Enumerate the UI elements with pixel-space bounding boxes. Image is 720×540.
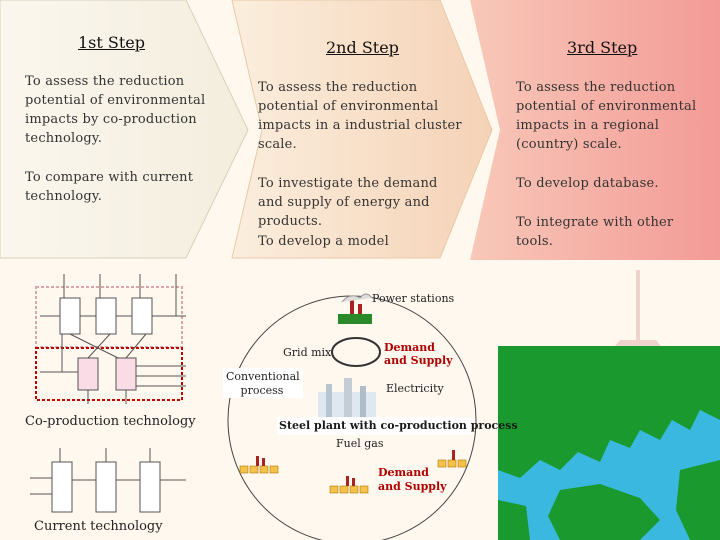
steel-plant-label: Steel plant with co-production process: [279, 419, 518, 432]
step2-text-3: To develop a model: [258, 234, 389, 249]
step1-text-1: To assess the reduction potential of env…: [25, 74, 206, 146]
step3-title: 3rd Step: [567, 38, 638, 57]
step2-panel: [231, 0, 493, 259]
power-stations-label: Power stations: [372, 292, 455, 305]
fuel-gas-label: Fuel gas: [336, 437, 384, 450]
coproduction-label: Co-production technology: [25, 414, 196, 429]
current-technology-label: Current technology: [34, 519, 163, 534]
step1-text-2: To compare with current technology.: [25, 170, 194, 204]
bottom-graphics: [30, 270, 720, 540]
current-diagram: [30, 448, 186, 513]
power-station-icon: [338, 293, 373, 324]
demand-supply-top-label: Demand and Supply: [384, 341, 453, 367]
step2-title: 2nd Step: [326, 38, 399, 57]
step2-text-1: To assess the reduction potential of env…: [258, 80, 462, 152]
grid-mix-loop: [331, 337, 381, 367]
house-icons: [239, 459, 467, 494]
steps-background: [0, 0, 720, 260]
step3-text-1: To assess the reduction potential of env…: [516, 80, 697, 152]
step1-title: 1st Step: [78, 33, 146, 52]
step2-text-2: To investigate the demand and supply of …: [258, 176, 438, 229]
step3-text-3: To integrate with other tools.: [516, 215, 674, 249]
grid-mix-label: Grid mix: [283, 346, 332, 359]
step3-text-2: To develop database.: [516, 176, 659, 191]
step1-panel: [0, 0, 249, 259]
steel-plant-box: [277, 417, 473, 435]
steel-plant-icon: [318, 378, 376, 418]
conventional-process-box: [223, 368, 303, 398]
coproduction-diagram: [35, 274, 186, 404]
regional-map: [498, 346, 720, 540]
step3-panel: [470, 0, 720, 260]
electricity-label: Electricity: [386, 382, 444, 395]
factory-icons: [256, 450, 455, 486]
conventional-process-label: Conventional process: [226, 370, 300, 397]
demand-supply-bottom-label: Demand and Supply: [378, 466, 447, 493]
